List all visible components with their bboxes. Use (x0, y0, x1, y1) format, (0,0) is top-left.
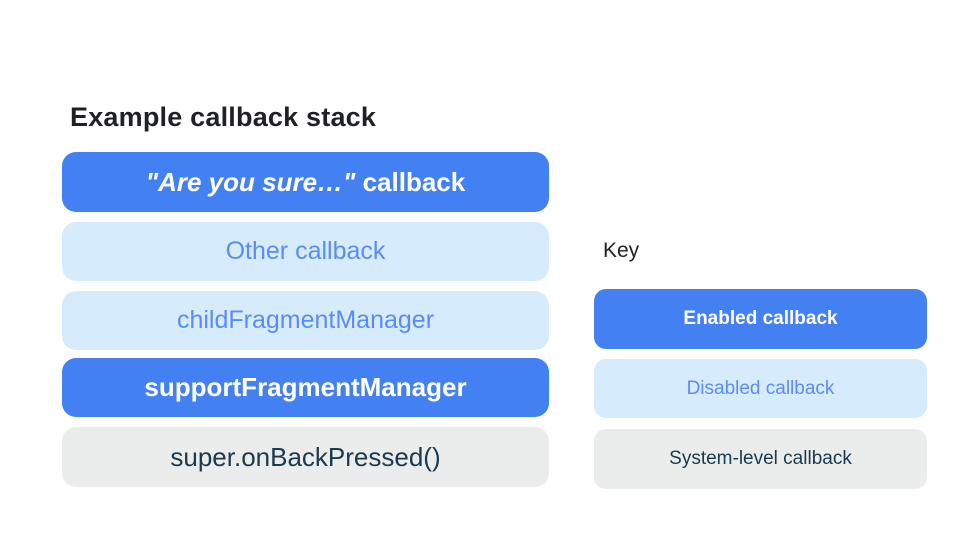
key-item-label: Disabled callback (686, 377, 835, 399)
key-title: Key (603, 239, 640, 262)
key-item-label: Enabled callback (683, 308, 838, 329)
stack-item-other-callback: Other callback (62, 222, 549, 281)
key-item-label: System-level callback (669, 448, 852, 469)
stack-item-super-onbackpressed: super.onBackPressed() (62, 427, 549, 487)
phrase-rest: callback (355, 166, 466, 197)
stack-item-label: childFragmentManager (176, 306, 435, 334)
stack-item-label: Other callback (225, 237, 386, 265)
quoted-phrase: "Are you sure…" (145, 166, 356, 197)
stack-item-supportfragmentmanager: supportFragmentManager (62, 358, 549, 417)
key-item-system-level-callback: System-level callback (594, 429, 927, 489)
key-item-disabled-callback: Disabled callback (594, 359, 927, 418)
key-item-enabled-callback: Enabled callback (594, 289, 927, 349)
stack-item-label: super.onBackPressed() (170, 441, 441, 472)
stack-item-are-you-sure-callback: "Are you sure…" callback (62, 152, 549, 212)
stack-item-label: supportFragmentManager (144, 372, 467, 402)
stack-item-label: "Are you sure…" callback (146, 167, 465, 198)
stack-item-childfragmentmanager: childFragmentManager (62, 291, 549, 350)
stack-title: Example callback stack (70, 102, 377, 132)
